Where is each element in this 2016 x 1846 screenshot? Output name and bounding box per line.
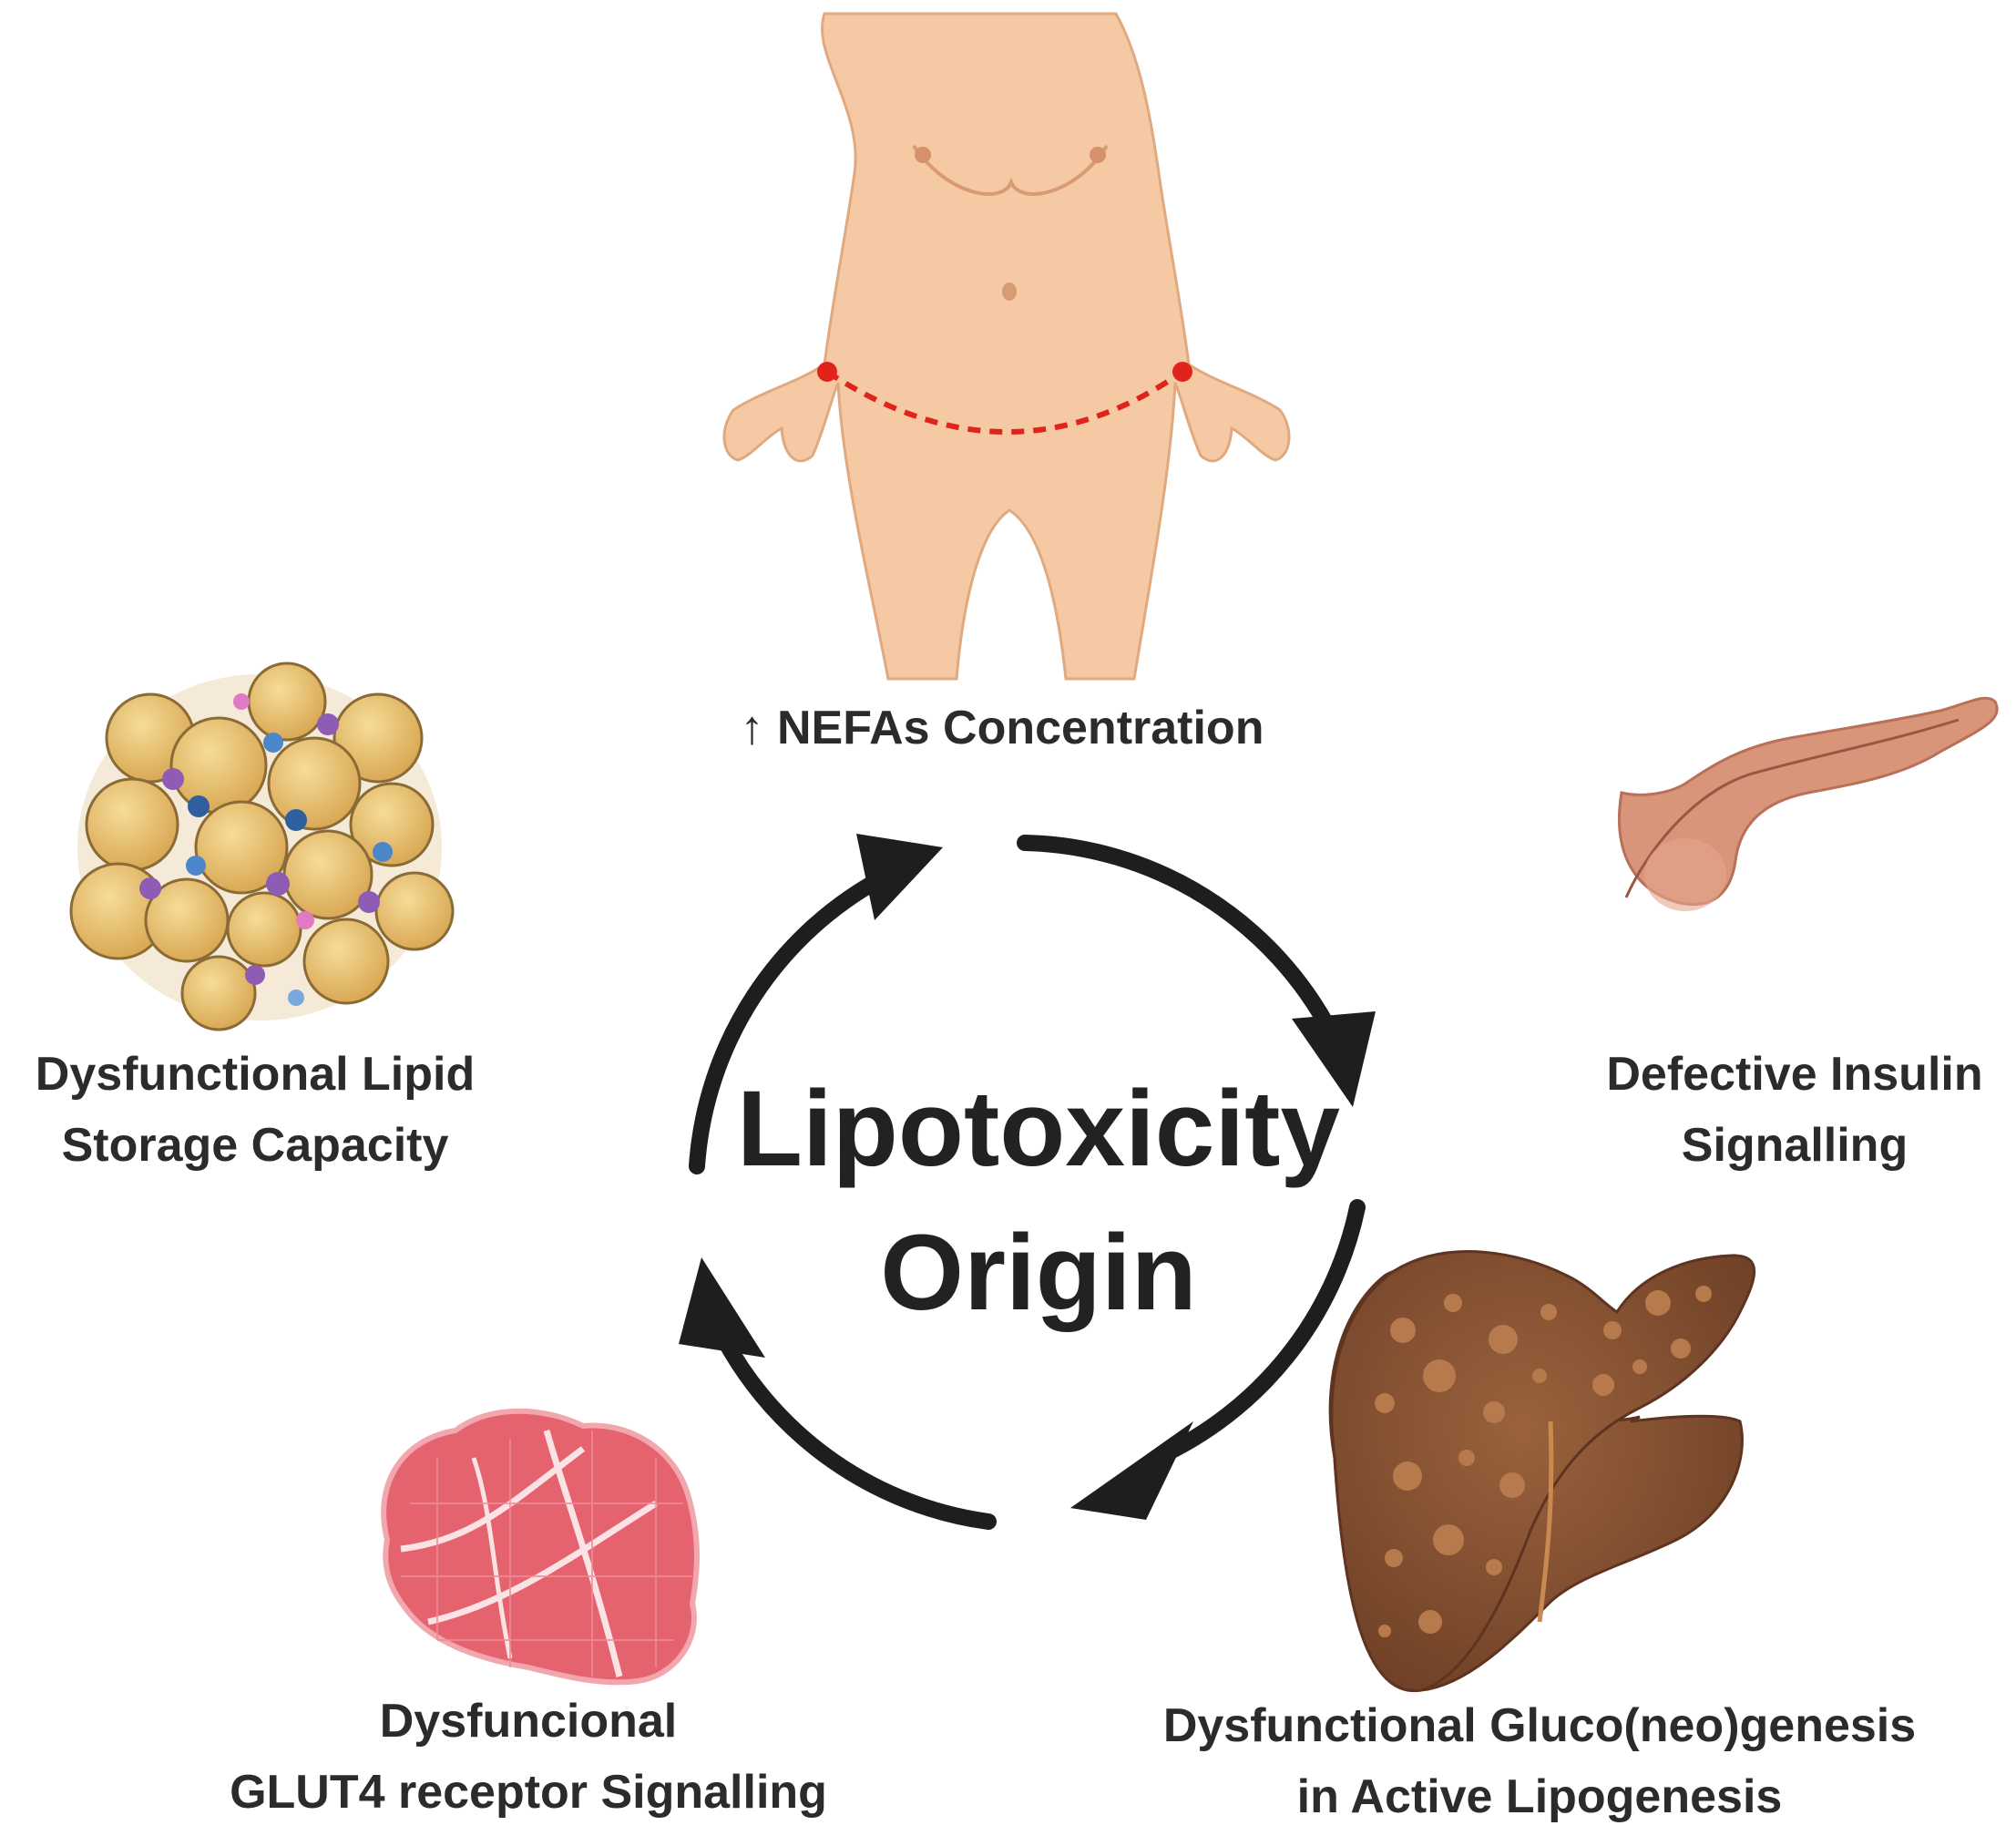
nefas-label: ↑ NEFAs Concentration — [740, 702, 1264, 754]
liver-label-line1: Dysfunctional Gluco(neo)genesis — [1162, 1699, 1917, 1752]
insulin-label-line1: Defective Insulin — [1606, 1048, 1983, 1101]
muscle-label-line1: Dysfuncional — [379, 1695, 678, 1748]
adipose-tissue-icon — [69, 661, 455, 1031]
arrow-right-bottom — [1149, 1199, 1366, 1466]
body-silhouette-icon — [722, 12, 1291, 681]
fatty-liver-icon — [1328, 1250, 1756, 1693]
liver-label-line2: in Active Lipogenesis — [1296, 1770, 1783, 1823]
arrowhead-top-right — [1292, 1011, 1376, 1107]
arrow-top-right — [1017, 835, 1340, 1042]
adipose-label-line1: Dysfunctional Lipid — [35, 1048, 476, 1101]
cycle-arrows — [689, 835, 1366, 1530]
arrowhead-left-top — [856, 834, 943, 920]
liver-label: Dysfunctional Gluco(neo)genesis in Activ… — [1111, 1690, 1968, 1832]
insulin-label-line2: Signalling — [1681, 1119, 1909, 1172]
arrow-left-top — [689, 867, 896, 1174]
arrow-bottom-left — [716, 1331, 997, 1530]
muscle-label-line2: GLUT4 receptor Signalling — [230, 1766, 827, 1819]
center-title-line2: Origin — [880, 1213, 1197, 1333]
arrowhead-bottom-left — [679, 1257, 765, 1358]
adipose-label: Dysfunctional Lipid Storage Capacity — [0, 1039, 510, 1181]
muscle-tissue-icon — [381, 1408, 700, 1686]
muscle-label: Dysfuncional GLUT4 receptor Signalling — [182, 1686, 875, 1828]
pancreas-icon — [1618, 696, 1999, 911]
arrowhead-right-bottom — [1070, 1421, 1193, 1520]
arrow-heads — [679, 834, 1376, 1520]
center-title-line1: Lipotoxicity — [736, 1069, 1341, 1189]
center-title: Lipotoxicity Origin — [711, 1057, 1366, 1345]
insulin-label: Defective Insulin Signalling — [1567, 1039, 2016, 1181]
adipose-label-line2: Storage Capacity — [61, 1119, 449, 1172]
